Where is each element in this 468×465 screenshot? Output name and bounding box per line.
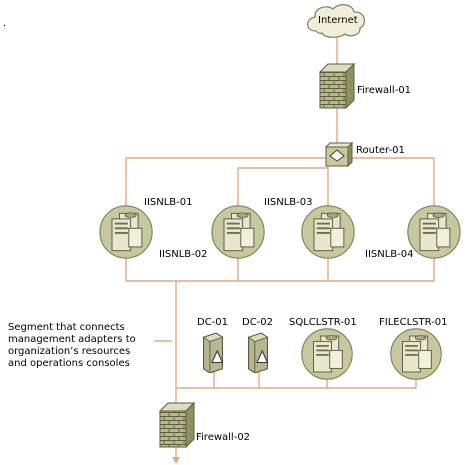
router-icon	[324, 141, 354, 168]
iisnlb-02-label: IISNLB-02	[159, 249, 208, 260]
iisnlb-03-node: IISNLB-03	[264, 197, 355, 259]
annotation-line: organization’s resources	[8, 346, 130, 357]
iisnlb-03-label: IISNLB-03	[264, 197, 313, 208]
internet-node: Internet	[307, 4, 366, 38]
fileclstr-01-node: FILECLSTR-01	[379, 317, 447, 380]
firewall-01-label: Firewall-01	[357, 85, 411, 96]
server-icon	[99, 205, 153, 259]
dc-02-node: DC-02	[242, 317, 273, 373]
dc-01-label: DC-01	[197, 317, 228, 328]
domain-controller-icon	[203, 332, 223, 373]
firewall-02-node: Firewall-02	[158, 401, 250, 449]
fileclstr-01-label: FILECLSTR-01	[379, 317, 447, 328]
annotation-line: and operations consoles	[8, 358, 130, 369]
iisnlb-02-node: IISNLB-02	[159, 205, 265, 260]
firewall-icon	[158, 401, 196, 449]
iisnlb-01-node: IISNLB-01	[99, 197, 193, 259]
segment-arrow	[172, 457, 180, 464]
server-icon	[301, 205, 355, 259]
iisnlb-04-node: IISNLB-04	[365, 205, 461, 260]
router-01-label: Router-01	[356, 145, 405, 156]
server-icon	[407, 205, 461, 259]
corner-marker: .	[3, 18, 6, 29]
sqlclstr-01-node: SQLCLSTR-01	[289, 317, 357, 380]
domain-controller-icon	[248, 332, 268, 373]
firewall-icon	[318, 62, 356, 110]
sqlclstr-01-label: SQLCLSTR-01	[289, 317, 357, 328]
firewall-02-label: Firewall-02	[196, 432, 250, 443]
iisnlb-01-label: IISNLB-01	[144, 197, 193, 208]
annotation-line: Segment that connects	[8, 322, 125, 333]
server-icon	[211, 205, 265, 259]
dc-02-label: DC-02	[242, 317, 273, 328]
connection-lines	[125, 38, 435, 464]
internet-label: Internet	[318, 15, 358, 26]
router-01-node: Router-01	[324, 141, 405, 168]
segment-annotation: Segment that connects management adapter…	[8, 322, 139, 369]
dc-01-node: DC-01	[197, 317, 228, 373]
cloud-icon	[307, 4, 366, 38]
annotation-line: management adapters to	[8, 334, 136, 345]
iisnlb-04-label: IISNLB-04	[365, 249, 414, 260]
server-icon	[390, 328, 442, 380]
server-icon	[301, 328, 353, 380]
firewall-01-node: Firewall-01	[318, 62, 411, 110]
